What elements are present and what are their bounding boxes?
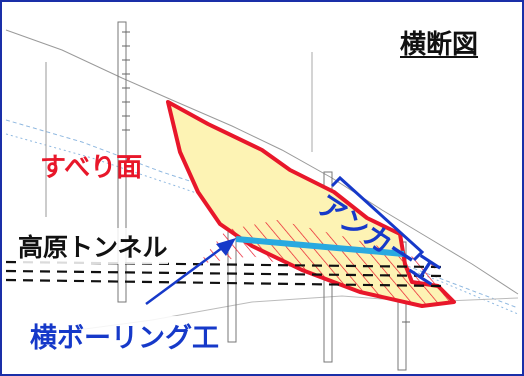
slip-surface-label: すべり面	[40, 152, 143, 182]
diagram-title: 横断図	[400, 29, 479, 59]
tunnel-label: 高原トンネル	[18, 228, 168, 264]
horizontal-boring-bar	[235, 236, 405, 257]
horizontal-boring-label: 横ボーリング工	[30, 316, 219, 355]
anchor-bracket	[330, 175, 425, 262]
boring-pointer-arrow	[145, 238, 236, 306]
